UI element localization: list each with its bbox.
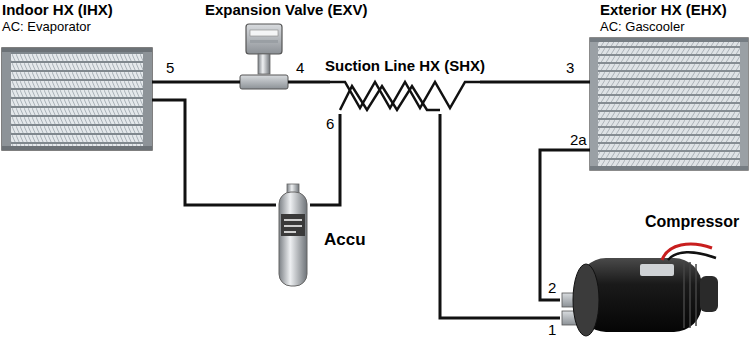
exterior-heat-exchanger [590, 38, 748, 170]
accumulator [279, 184, 307, 286]
refrigerant-pipe [540, 150, 590, 300]
indoor-heat-exchanger [2, 48, 152, 150]
refrigerant-pipe [310, 114, 340, 205]
state-point-number: 4 [296, 60, 304, 76]
state-point-number: 2 [548, 280, 556, 296]
component-title: Suction Line HX (SHX) [325, 57, 485, 75]
heat-exchanger-box: Exterior HX (EHX)AC: Gascooler [590, 38, 748, 170]
compressor-box: Compressor [560, 240, 720, 341]
state-point-number: 5 [166, 60, 174, 76]
valve-box: Expansion Valve (EXV) [240, 22, 288, 90]
state-point-number: 3 [566, 60, 574, 76]
refrigerant-pipe [440, 114, 560, 318]
suction-line-heat-exchanger [330, 82, 480, 110]
state-point-number: 2a [570, 132, 587, 148]
component-title: Compressor [645, 212, 739, 231]
heat-exchanger-box: Suction Line HX (SHX) [330, 76, 480, 114]
heat-exchanger-box: Indoor HX (IHX)AC: Evaporator [2, 48, 152, 150]
compressor [562, 244, 718, 336]
accumulator-box: Accu [276, 184, 310, 288]
refrigerant-pipe [152, 81, 240, 84]
component-subtitle: AC: Gascooler [600, 19, 685, 35]
component-title: Indoor HX (IHX) [2, 1, 113, 19]
state-point-number: 1 [548, 322, 556, 338]
refrigerant-pipe [480, 81, 590, 84]
state-point-number: 6 [326, 116, 334, 132]
refrigerant-pipe [288, 81, 330, 84]
component-title: Exterior HX (EHX) [600, 1, 727, 19]
component-subtitle: AC: Evaporator [2, 19, 91, 35]
refrigerant-pipe [152, 100, 276, 205]
expansion-valve [240, 24, 288, 89]
component-title: Expansion Valve (EXV) [205, 1, 368, 19]
component-title: Accu [324, 230, 366, 250]
